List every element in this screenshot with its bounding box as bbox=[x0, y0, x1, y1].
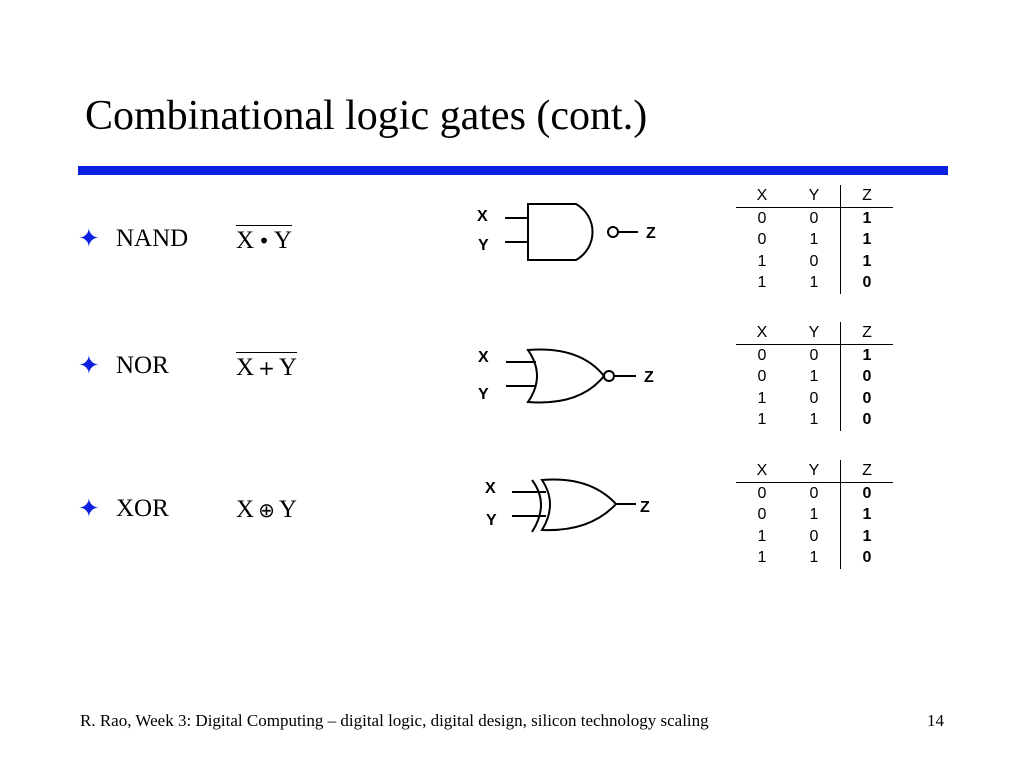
table-cell: 0 bbox=[757, 368, 767, 385]
table-cell: 0 bbox=[840, 409, 893, 431]
table-cell: 1 bbox=[757, 527, 767, 545]
table-cell: 0 bbox=[757, 231, 767, 248]
expr-operand: X bbox=[236, 354, 255, 381]
input-label-x: X bbox=[485, 480, 496, 497]
output-label-z: Z bbox=[646, 225, 656, 242]
table-cell: 0 bbox=[809, 209, 819, 227]
expression-overbar: X•Y bbox=[236, 225, 292, 253]
table-cell: 0 bbox=[809, 346, 819, 364]
bullet-icon: ✦ bbox=[78, 351, 100, 380]
table-row: 0 0 1 bbox=[736, 344, 893, 366]
table-cell: 0 bbox=[840, 547, 893, 569]
table-row: 1 1 0 bbox=[736, 272, 893, 294]
table-header: Z bbox=[840, 322, 893, 345]
table-row: 0 0 1 bbox=[736, 207, 893, 229]
table-cell: 1 bbox=[809, 506, 819, 523]
table-cell: 0 bbox=[809, 252, 819, 270]
and-operator: • bbox=[258, 229, 270, 253]
table-cell: 0 bbox=[840, 366, 893, 388]
table-cell: 0 bbox=[840, 482, 893, 504]
table-row: 1 0 1 bbox=[736, 525, 893, 547]
table-cell: 0 bbox=[809, 389, 819, 407]
table-row: 1 1 0 bbox=[736, 409, 893, 431]
table-cell: 1 bbox=[809, 411, 819, 428]
expression-nand: X•Y bbox=[236, 225, 292, 253]
table-cell: 1 bbox=[757, 411, 767, 428]
xor-operator: ⊕ bbox=[258, 498, 275, 522]
expr-operand: X bbox=[236, 227, 255, 254]
table-cell: 1 bbox=[809, 549, 819, 566]
table-cell: 0 bbox=[809, 484, 819, 502]
gate-name-nand: NAND bbox=[116, 225, 189, 252]
slide-footer: R. Rao, Week 3: Digital Computing – digi… bbox=[80, 711, 709, 730]
expression-overbar: X+Y bbox=[236, 352, 297, 380]
output-label-z: Z bbox=[644, 369, 654, 386]
xor-gate-icon: X Y Z bbox=[485, 478, 650, 533]
table-cell: 1 bbox=[809, 274, 819, 291]
table-cell: 0 bbox=[809, 527, 819, 545]
gate-name-xor: XOR bbox=[116, 495, 169, 522]
expr-operand: X bbox=[236, 496, 255, 523]
expression-nor: X+Y bbox=[236, 352, 297, 380]
table-header: Z bbox=[840, 185, 893, 208]
table-cell: 1 bbox=[757, 549, 767, 566]
table-header: Y bbox=[788, 322, 841, 345]
table-row: 0 0 0 bbox=[736, 482, 893, 504]
table-cell: 1 bbox=[809, 368, 819, 385]
title-rule bbox=[78, 166, 948, 175]
bullet-icon: ✦ bbox=[78, 494, 100, 523]
table-row: 1 0 0 bbox=[736, 387, 893, 409]
table-header: X bbox=[736, 185, 788, 208]
table-cell: 1 bbox=[840, 344, 893, 366]
table-cell: 0 bbox=[757, 346, 767, 364]
table-cell: 1 bbox=[840, 504, 893, 526]
table-cell: 1 bbox=[840, 250, 893, 272]
table-cell: 0 bbox=[840, 387, 893, 409]
table-cell: 1 bbox=[757, 274, 767, 291]
table-header: X bbox=[736, 322, 788, 345]
table-header: Z bbox=[840, 460, 893, 483]
table-cell: 1 bbox=[840, 229, 893, 251]
table-header: Y bbox=[788, 185, 841, 208]
table-cell: 1 bbox=[840, 207, 893, 229]
bullet-icon: ✦ bbox=[78, 224, 100, 253]
input-label-y: Y bbox=[486, 512, 497, 529]
table-row: 0 1 0 bbox=[736, 366, 893, 388]
expression-xor: X⊕Y bbox=[236, 497, 297, 522]
input-label-y: Y bbox=[478, 237, 489, 254]
page-number: 14 bbox=[927, 711, 944, 730]
or-operator: + bbox=[258, 356, 275, 380]
nand-gate-icon: X Y Z bbox=[477, 203, 656, 261]
table-cell: 1 bbox=[757, 389, 767, 407]
table-cell: 1 bbox=[840, 525, 893, 547]
gate-name-nor: NOR bbox=[116, 352, 169, 379]
table-row: 0 1 1 bbox=[736, 504, 893, 526]
table-cell: 1 bbox=[757, 252, 767, 270]
table-cell: 0 bbox=[757, 209, 767, 227]
input-label-x: X bbox=[478, 349, 489, 366]
output-label-z: Z bbox=[640, 499, 650, 516]
table-header: Y bbox=[788, 460, 841, 483]
table-row: 1 0 1 bbox=[736, 250, 893, 272]
table-row: 1 1 0 bbox=[736, 547, 893, 569]
table-header: X bbox=[736, 460, 788, 483]
table-cell: 0 bbox=[840, 272, 893, 294]
table-cell: 0 bbox=[757, 484, 767, 502]
input-label-y: Y bbox=[478, 386, 489, 403]
expr-operand: Y bbox=[278, 496, 297, 523]
table-cell: 1 bbox=[809, 231, 819, 248]
expr-operand: Y bbox=[278, 354, 297, 381]
table-row: 0 1 1 bbox=[736, 229, 893, 251]
nor-gate-icon: X Y Z bbox=[478, 348, 654, 404]
slide-title: Combinational logic gates (cont.) bbox=[85, 93, 648, 139]
expr-operand: Y bbox=[273, 227, 292, 254]
input-label-x: X bbox=[477, 208, 488, 225]
table-cell: 0 bbox=[757, 506, 767, 523]
